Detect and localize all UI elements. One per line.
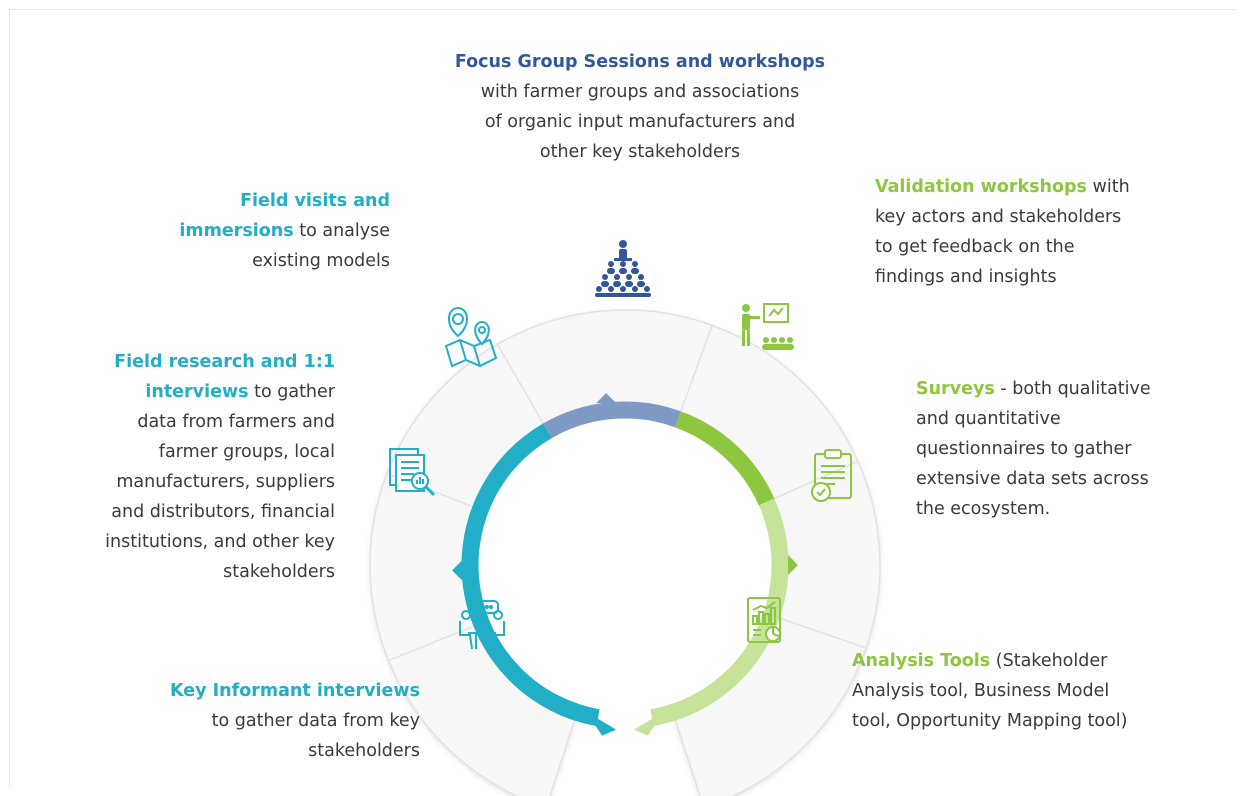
green-progress-arc [674,411,775,506]
ring-center [463,403,787,727]
document-magnifier-icon [389,448,436,497]
field-research-line: institutions, and other key [105,532,335,552]
surveys-line: the ecosystem. [916,499,1051,519]
clipboard-check-icon [811,449,852,502]
focus-group-line: other key stakeholders [539,142,741,162]
focus-group-text: Focus Group Sessions and workshops with … [400,47,880,167]
analysis-text: Analysis Tools (Stakeholder Analysis too… [852,646,1222,736]
field-research-line: manufacturers, suppliers [116,472,335,492]
field-visits-title: Field visits and [240,191,390,211]
arrow-marker-top [596,393,617,404]
green-arc-tail [633,711,664,736]
surveys-title: Surveys [916,379,995,399]
field-visits-title: immersions [179,221,294,241]
validation-line: findings and insights [875,267,1057,287]
ring-progress-arcs [452,393,798,736]
surveys-line: - both qualitative [994,379,1151,399]
analysis-title: Analysis Tools [852,651,991,671]
ring-icons [389,240,852,650]
interview-chat-icon [459,600,505,650]
diagram-frame [9,9,1235,787]
surveys-line: and quantitative [916,409,1061,429]
teal-arc-tail [586,711,617,736]
arrow-marker-left [452,560,463,581]
blue-progress-arc [543,401,681,439]
audience-presentation-icon [595,240,651,297]
key-informant-title: Key Informant interviews [170,681,420,701]
field-research-title: Field research and 1:1 [114,352,335,372]
validation-text: Validation workshops with key actors and… [875,172,1205,292]
field-visits-line: to analyse [293,221,390,241]
field-research-line: data from farmers and [137,412,335,432]
field-research-line: to gather [248,382,335,402]
validation-line: key actors and stakeholders [875,207,1122,227]
report-chart-icon [747,597,781,643]
validation-line: with [1086,177,1130,197]
focus-group-line: of organic input manufacturers and [484,112,796,132]
key-informant-line: stakeholders [308,741,420,761]
teal-progress-arc [461,423,600,727]
analysis-line: tool, Opportunity Mapping tool) [852,711,1128,731]
analysis-line: Analysis tool, Business Model [852,681,1110,701]
field-research-title: interviews [145,382,249,402]
field-visits-text: Field visits and immersions to analyse e… [100,186,390,276]
analysis-line: (Stakeholder [990,651,1108,671]
presenter-board-icon [742,303,794,350]
field-research-line: stakeholders [223,562,335,582]
key-informant-text: Key Informant interviews to gather data … [110,676,420,766]
key-informant-line: to gather data from key [211,711,420,731]
field-research-line: and distributors, financial [111,502,335,522]
ring-segments [369,309,881,796]
map-location-pins-icon [444,306,498,368]
surveys-line: extensive data sets across [916,469,1149,489]
arrow-marker-right [788,555,798,575]
validation-title: Validation workshops [875,177,1087,197]
surveys-line: questionnaires to gather [916,439,1132,459]
field-research-line: farmer groups, local [158,442,335,462]
surveys-text: Surveys - both qualitative and quantitat… [916,374,1226,524]
field-research-text: Field research and 1:1 interviews to gat… [30,347,335,587]
field-visits-line: existing models [252,251,390,271]
focus-group-line: with farmer groups and associations [480,82,800,102]
focus-group-title: Focus Group Sessions and workshops [454,52,826,72]
validation-line: to get feedback on the [875,237,1075,257]
light-green-progress-arc [650,498,789,727]
